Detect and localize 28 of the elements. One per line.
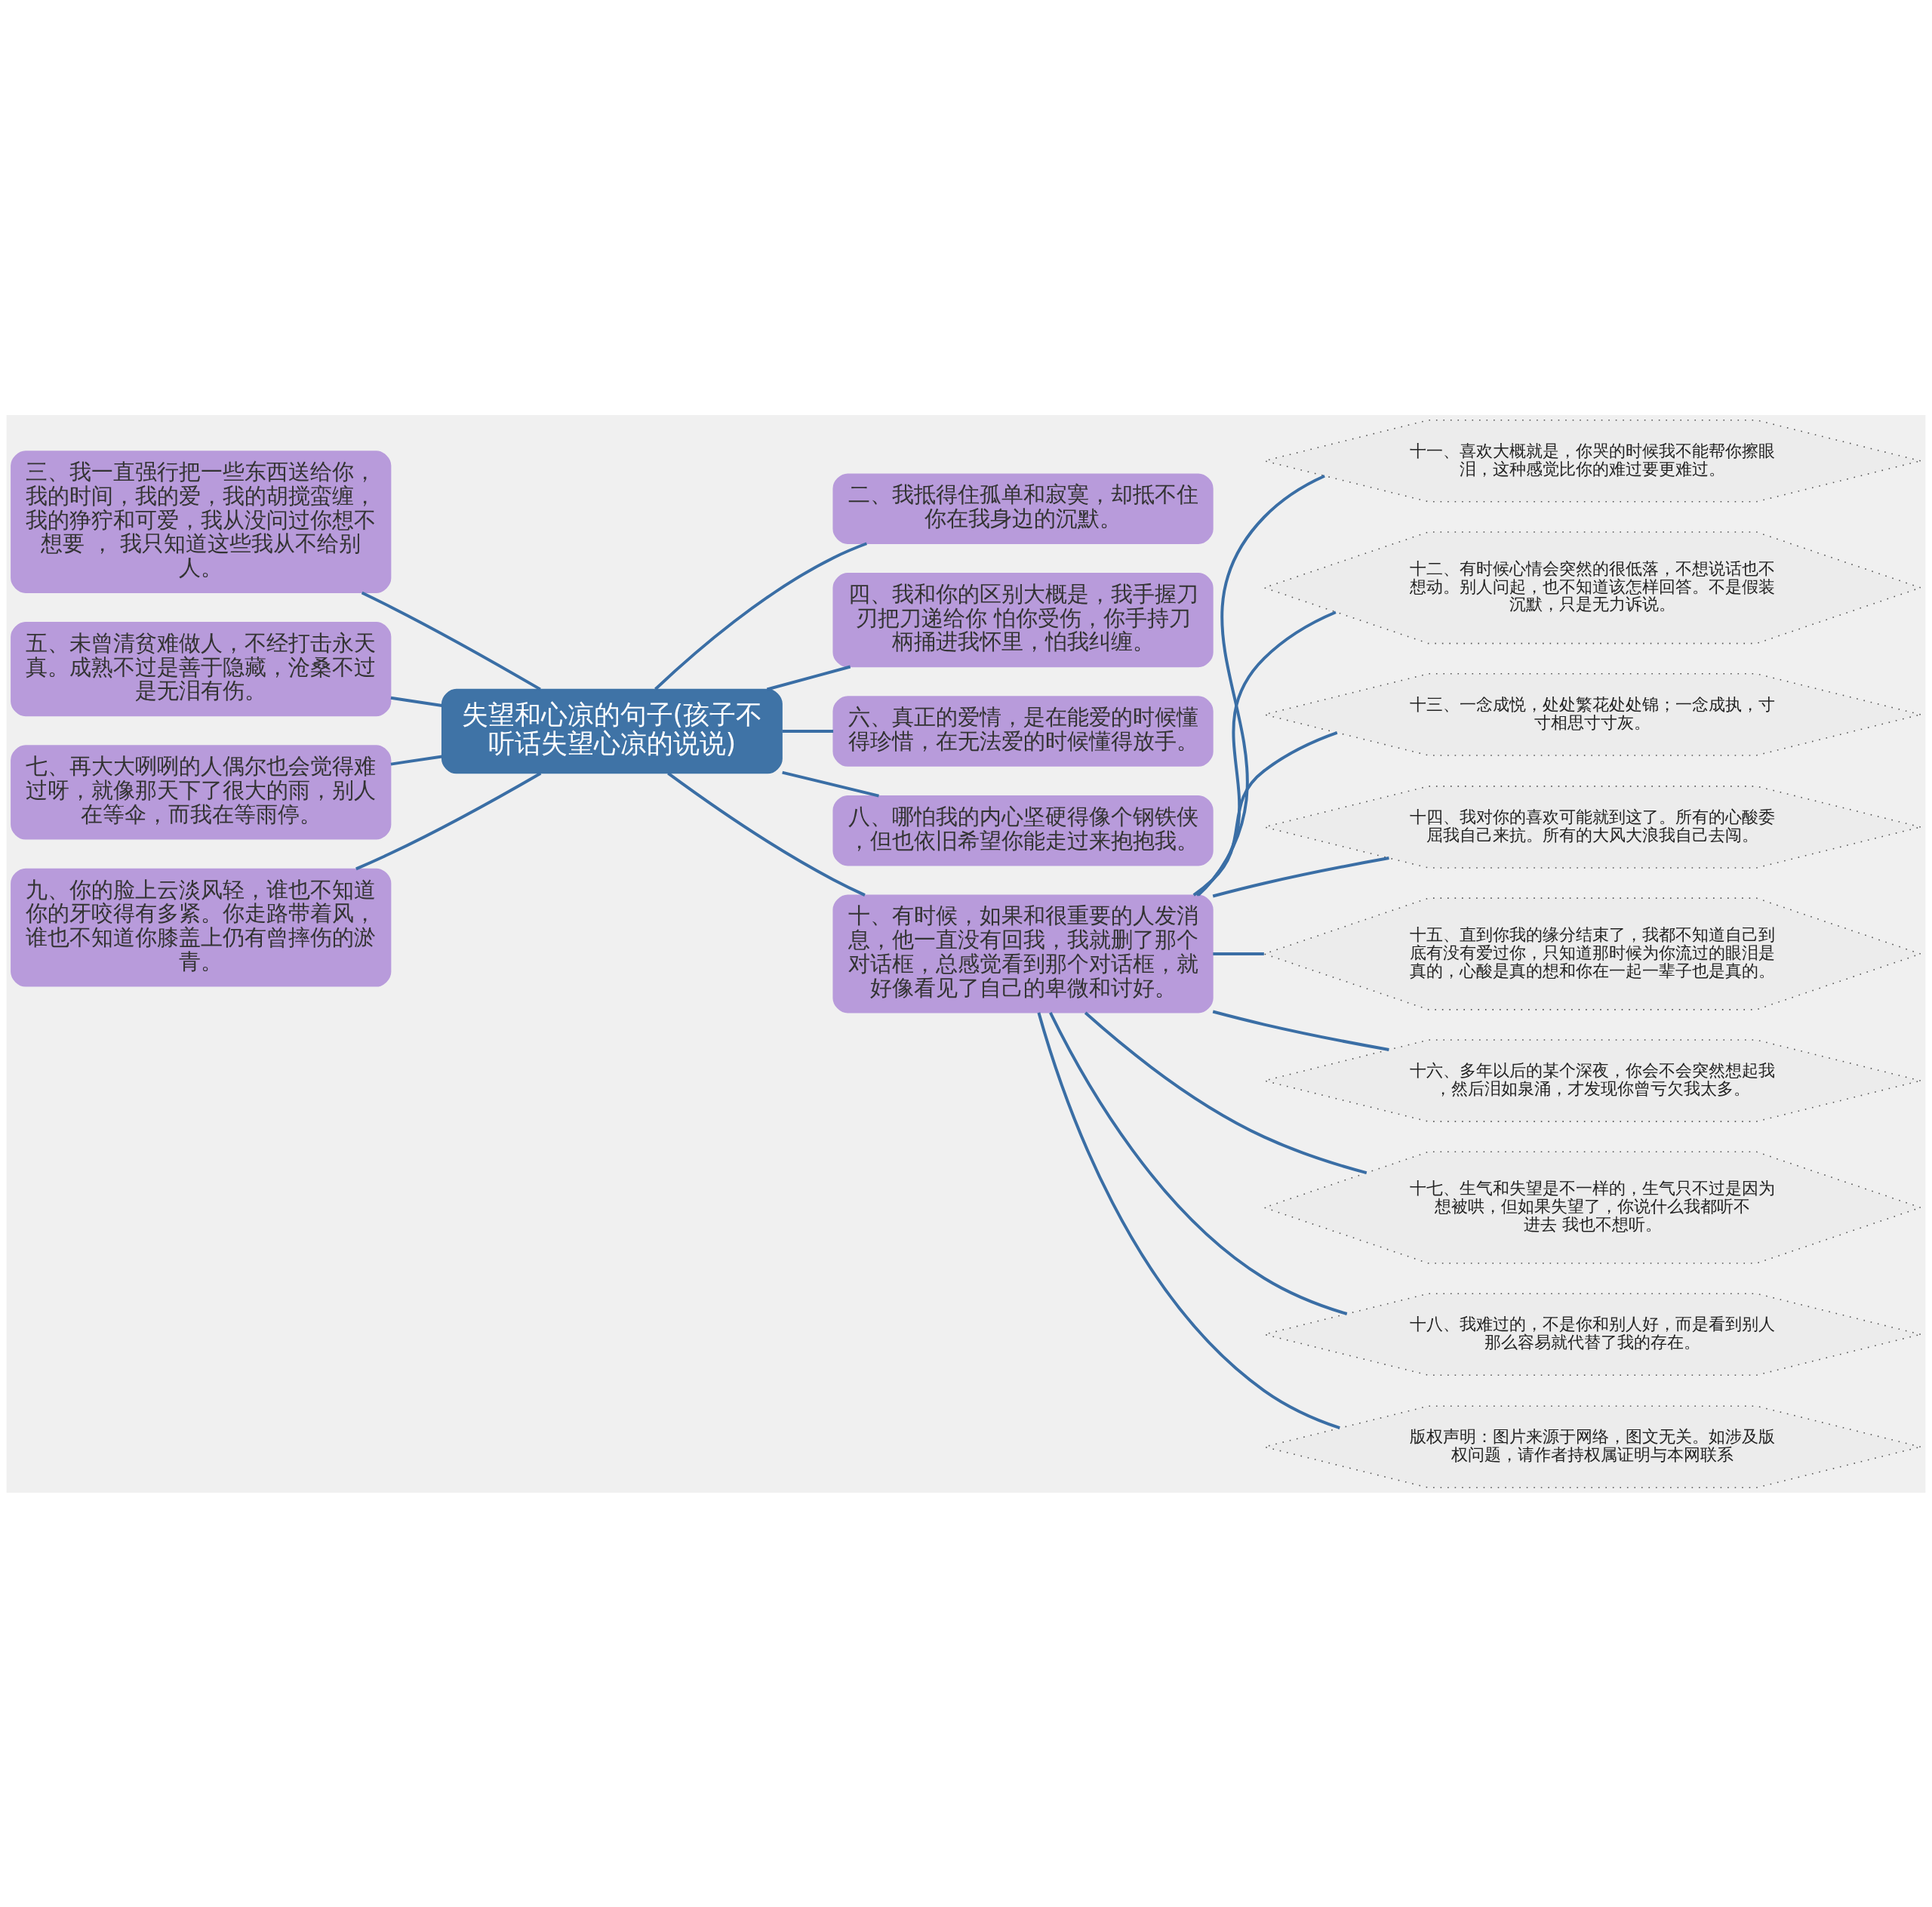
- node-box: 七、再大大咧咧的人偶尔也会觉得难过呀，就像那天下了很大的雨，别人在等伞，而我在等雨停。: [11, 744, 392, 840]
- connector: [355, 771, 542, 870]
- node-box: 失望和心凉的句子(孩子不听话失望心凉的说说): [441, 688, 783, 774]
- node-box: 九、你的脸上云淡风轻，谁也不知道你的牙咬得有多紧。你走路带着风，谁也不知道你膝盖上仍有曾摔伤的淤青。: [11, 868, 392, 987]
- connector: [1197, 474, 1325, 896]
- node-box: 六、真正的爱情，是在能爱的时候懂得珍惜，在无法爱的时候懂得放手。: [832, 695, 1214, 767]
- node-box: 二、我抵得住孤单和寂寞，却抵不住你在我身边的沉默。: [832, 472, 1214, 544]
- node-box: 八、哪怕我的内心坚硬得像个钢铁侠，但也依旧希望你能走过来抱抱我。: [832, 795, 1214, 866]
- connector: [1037, 1011, 1340, 1429]
- connector: [1212, 856, 1389, 897]
- node-box: 三、我一直强行把一些东西送给你，我的时间，我的爱，我的胡搅蛮缠，我的狰狞和可爱，我从没问过你想不想要 ， 我只知道这些我从不给别人。: [11, 450, 392, 593]
- connector: [1049, 1011, 1348, 1315]
- connector: [766, 665, 851, 691]
- connector: [361, 591, 541, 691]
- connector: [1192, 731, 1338, 897]
- connector: [1084, 1011, 1367, 1174]
- connector: [1195, 610, 1337, 897]
- node-box: 十、有时候，如果和很重要的人发消息，他一直没有回我，我就删了那个对话框，总感觉看到那个对话框，就好像看见了自己的卑微和讨好。: [832, 894, 1214, 1013]
- connector: [390, 755, 442, 766]
- connector: [667, 771, 866, 897]
- connector: [654, 541, 868, 691]
- connector: [1213, 952, 1264, 955]
- node-box: 四、我和你的区别大概是，我手握刀刃把刀递给你 怕你受伤，你手持刀柄捅进我怀里，怕我纠缠。: [832, 572, 1214, 667]
- node-box: 五、未曾清贫难做人，不经打击永天真。成熟不过是善于隐藏，沧桑不过是无泪有伤。: [11, 621, 392, 716]
- connector: [390, 696, 442, 707]
- connector: [782, 729, 834, 733]
- connector: [782, 770, 879, 798]
- connector: [1212, 1010, 1389, 1051]
